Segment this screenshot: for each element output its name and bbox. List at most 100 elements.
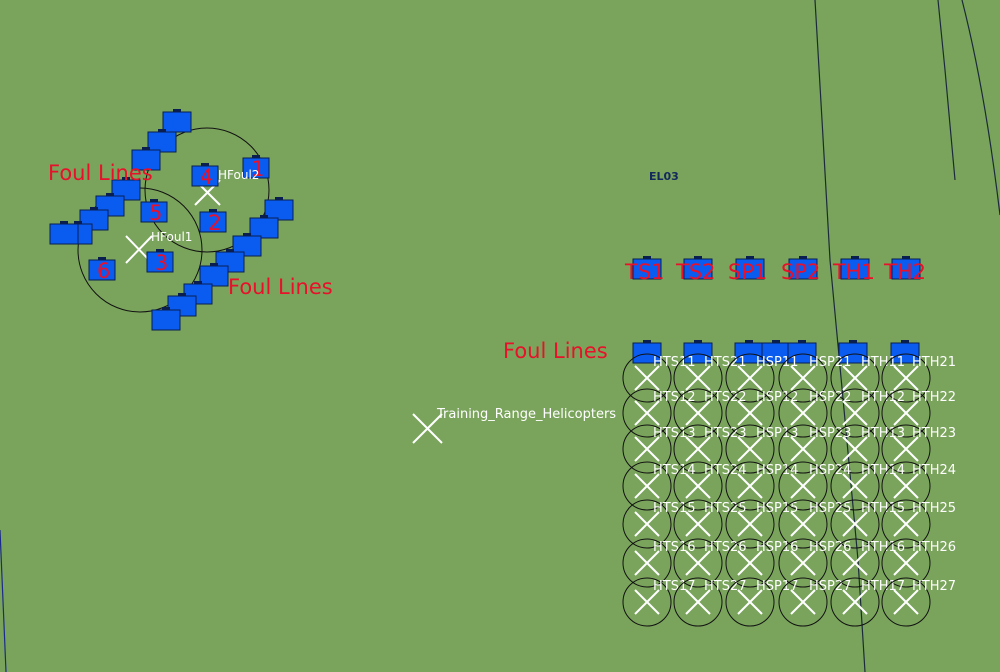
range-point-label: HTH25 <box>912 501 956 516</box>
range-point-icon[interactable] <box>725 499 775 549</box>
range-point-label: HTH14 <box>861 463 905 478</box>
pad-4-icon[interactable] <box>191 163 219 187</box>
range-point-icon[interactable] <box>725 424 775 474</box>
range-point-icon[interactable] <box>622 499 672 549</box>
road-line <box>937 0 956 181</box>
range-point-label: HTH16 <box>861 540 905 555</box>
range-point-icon[interactable] <box>778 424 828 474</box>
pad-2-icon[interactable] <box>199 209 227 233</box>
range-point-label: HSP13 <box>756 426 798 441</box>
range-point-icon[interactable] <box>830 353 880 403</box>
range-point-icon[interactable] <box>673 353 723 403</box>
helicopter-unit-icon[interactable] <box>838 340 868 364</box>
pad-5-icon[interactable] <box>140 199 168 223</box>
range-point-icon[interactable] <box>673 499 723 549</box>
range-point-icon[interactable] <box>830 424 880 474</box>
pad-number-label: 2 <box>208 211 221 235</box>
helicopter-unit-icon[interactable] <box>111 177 141 201</box>
range-point-icon[interactable] <box>830 499 880 549</box>
range-point-label: HTS16 <box>653 540 696 555</box>
range-column-label: TS2 <box>675 260 716 284</box>
range-point-icon[interactable] <box>778 499 828 549</box>
range-point-icon[interactable] <box>778 353 828 403</box>
range-point-label: HTS11 <box>653 355 696 370</box>
range-point-icon[interactable] <box>622 353 672 403</box>
range-point-icon[interactable] <box>830 577 880 627</box>
range-point-label: HSP12 <box>756 390 798 405</box>
helicopter-unit-icon[interactable] <box>840 256 870 280</box>
helicopter-unit-icon[interactable] <box>232 233 262 257</box>
road-line <box>0 529 7 672</box>
range-point-label: HTH13 <box>861 426 905 441</box>
helicopter-unit-icon[interactable] <box>735 256 765 280</box>
pad-3-icon[interactable] <box>146 249 174 273</box>
range-point-icon[interactable] <box>622 388 672 438</box>
range-point-icon[interactable] <box>830 388 880 438</box>
foul-lines-label: Foul Lines <box>228 275 333 299</box>
range-point-icon[interactable] <box>778 577 828 627</box>
helicopter-unit-icon[interactable] <box>891 256 921 280</box>
range-point-icon[interactable] <box>673 388 723 438</box>
range-point-icon[interactable] <box>881 538 931 588</box>
range-point-icon[interactable] <box>778 388 828 438</box>
range-point-icon[interactable] <box>622 461 672 511</box>
range-point-icon[interactable] <box>622 538 672 588</box>
pad-6-icon[interactable] <box>88 257 116 281</box>
helicopter-unit-icon[interactable] <box>632 340 662 364</box>
hfoul2-label: HFoul2 <box>218 168 259 182</box>
training-range-marker-icon[interactable] <box>412 413 443 444</box>
range-point-icon[interactable] <box>881 388 931 438</box>
helicopter-unit-icon[interactable] <box>162 109 192 133</box>
range-point-icon[interactable] <box>725 538 775 588</box>
range-point-icon[interactable] <box>830 538 880 588</box>
el03-label: EL03 <box>649 170 679 183</box>
range-point-icon[interactable] <box>673 577 723 627</box>
pad-number-label: 5 <box>149 201 162 225</box>
helicopter-unit-icon[interactable] <box>199 263 229 287</box>
range-point-label: HTS12 <box>653 390 696 405</box>
range-point-icon[interactable] <box>673 424 723 474</box>
helicopter-unit-icon[interactable] <box>264 197 294 221</box>
range-point-icon[interactable] <box>778 461 828 511</box>
helicopter-unit-icon[interactable] <box>49 221 79 245</box>
pad-number-label: 6 <box>97 259 110 283</box>
range-point-icon[interactable] <box>778 538 828 588</box>
range-point-icon[interactable] <box>673 538 723 588</box>
range-point-icon[interactable] <box>622 424 672 474</box>
range-point-icon[interactable] <box>622 577 672 627</box>
helicopter-unit-icon[interactable] <box>632 256 662 280</box>
range-point-icon[interactable] <box>725 353 775 403</box>
range-point-label: HTS14 <box>653 463 696 478</box>
range-point-label: HTH12 <box>861 390 905 405</box>
helicopter-unit-icon[interactable] <box>788 256 818 280</box>
range-point-label: HTS17 <box>653 579 696 594</box>
range-point-icon[interactable] <box>881 424 931 474</box>
helicopter-unit-icon[interactable] <box>890 340 920 364</box>
helicopter-unit-icon[interactable] <box>151 307 181 331</box>
range-point-icon[interactable] <box>725 461 775 511</box>
foul-lines-label: Foul Lines <box>48 161 153 185</box>
range-point-label: HTH26 <box>912 540 956 555</box>
hfoul1-label: HFoul1 <box>151 230 192 244</box>
range-point-icon[interactable] <box>725 388 775 438</box>
pad-number-label: 1 <box>251 157 264 181</box>
helicopter-unit-icon[interactable] <box>131 147 161 171</box>
helicopter-unit-icon[interactable] <box>683 256 713 280</box>
helicopter-unit-icon[interactable] <box>147 129 177 153</box>
helicopter-unit-icon[interactable] <box>787 340 817 364</box>
range-column-label: SP1 <box>728 260 767 284</box>
helicopter-unit-icon[interactable] <box>683 340 713 364</box>
range-point-icon[interactable] <box>673 461 723 511</box>
pad-1-icon[interactable] <box>242 155 270 179</box>
range-point-icon[interactable] <box>881 461 931 511</box>
range-point-icon[interactable] <box>881 577 931 627</box>
helicopter-unit-icon[interactable] <box>249 215 279 239</box>
range-point-icon[interactable] <box>881 499 931 549</box>
range-point-icon[interactable] <box>881 353 931 403</box>
range-point-icon[interactable] <box>830 461 880 511</box>
range-point-label: HTS15 <box>653 501 696 516</box>
range-point-label: HTH22 <box>912 390 956 405</box>
range-point-icon[interactable] <box>725 577 775 627</box>
